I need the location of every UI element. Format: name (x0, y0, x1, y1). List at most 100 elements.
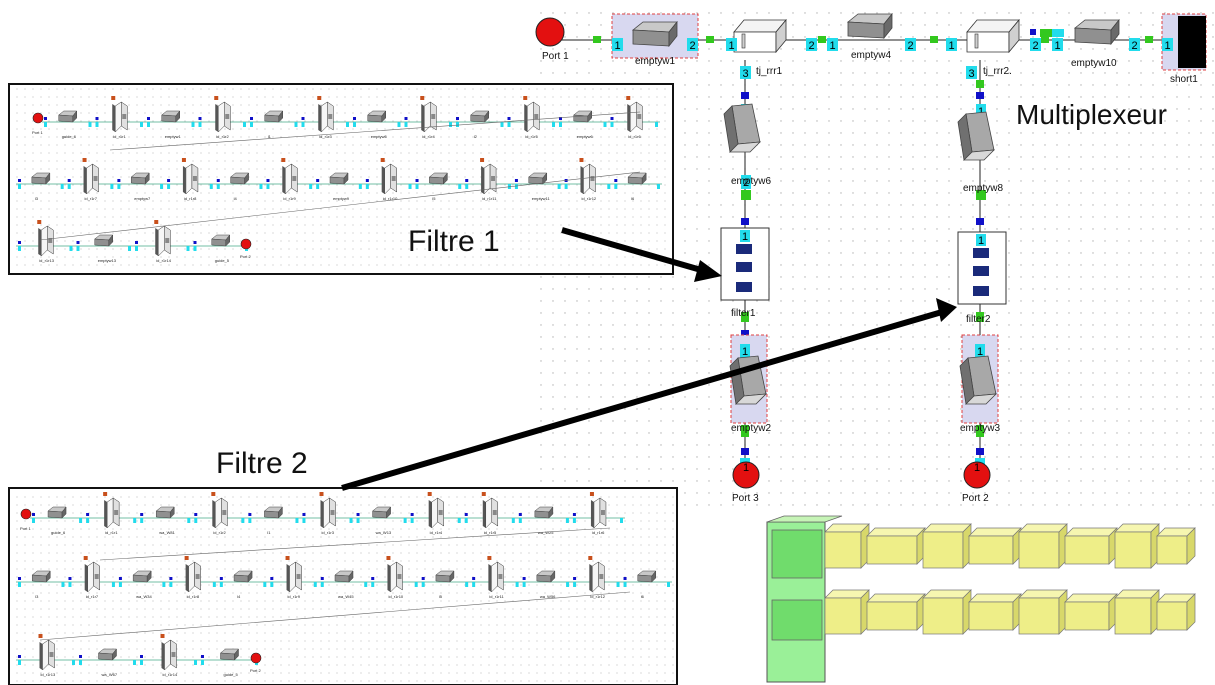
f1-row2-id-r1r9-element[interactable]: id_r1r9 (266, 158, 313, 201)
tj-rrr2-label: tj_rrr2. (983, 66, 1012, 77)
f2-row1-id-r1r2-element[interactable]: id_r1r2 (194, 492, 245, 535)
f2-row2-wa-W56-label: wa_W56 (540, 594, 556, 599)
f1-row3-id-r1r13-label: id_r1r13 (39, 258, 54, 263)
f2-row1-wa-W13-element[interactable]: wa_W13 (356, 506, 407, 535)
f2-row2-wa-W34-element[interactable]: wa_W34 (118, 570, 166, 599)
f1-row1-emptyw1-element[interactable]: emptyw1 (147, 110, 195, 139)
f2-row1-id-r1r1-element[interactable]: id_r1r1 (86, 492, 137, 535)
f1-row2-emptyw7-element[interactable]: emptyw7 (117, 172, 164, 201)
f2-row2-id-r1r7-element[interactable]: id_r1r7 (68, 556, 115, 599)
f1-row1-port-1-icon[interactable] (32, 112, 44, 124)
port-3-icon[interactable] (732, 461, 760, 489)
f1-row1-guide-6-label: guide_6 (62, 134, 77, 139)
f1-row1-emptyw6-element[interactable]: emptyw6 (559, 110, 607, 139)
f1-row3-port-2-icon[interactable] (240, 238, 252, 250)
f2-row1-wa-W25-element[interactable]: wa_W25 (518, 506, 569, 535)
port-2-icon[interactable] (963, 461, 991, 489)
emptyw1-pin-2 (687, 38, 698, 51)
f1-row2-id-r1r8-element[interactable]: id_r1r8 (167, 158, 213, 201)
f2-row2-wa-W45-element[interactable]: wa_W45 (320, 570, 368, 599)
f1-row2-emptyw9-element[interactable]: emptyw9 (316, 172, 362, 201)
f2-row1-id-r1r4-element[interactable]: id_r1r4 (410, 492, 461, 535)
f1-row1-id-r1r2-label: id_r1r2 (216, 134, 229, 139)
tj2-pin-3-label: 3 (968, 68, 974, 80)
f2-row3-wa-W67-element[interactable]: wa_W67 (79, 648, 136, 677)
3d-waveguide-model (766, 515, 1196, 683)
emptyw4-pin-1-label: 1 (829, 40, 835, 52)
f1-row3-id-r1r14-element[interactable]: id_r1r14 (135, 220, 190, 263)
f2-row3-port-2-icon[interactable] (250, 652, 262, 664)
emptyw10-waveguide-icon[interactable] (1074, 19, 1120, 45)
f1-row2-emptyw9-label: emptyw9 (333, 196, 350, 201)
emptyw1-frame[interactable] (611, 13, 699, 59)
f1-row1-id-r1r5-element[interactable]: id_r1r5 (507, 96, 556, 139)
f2-row2-l4-element[interactable]: l4 (219, 570, 267, 599)
emptyw10-label: emptyw10 (1071, 58, 1117, 69)
f1-row2-l4-element[interactable]: l4 (216, 172, 263, 201)
f1-row2-id-r1r7-element[interactable]: id_r1r7 (67, 158, 114, 201)
f1-row1-id-r1r2-element[interactable]: id_r1r2 (198, 96, 247, 139)
f1-row1-guide-6-element[interactable]: guide_6 (44, 110, 92, 139)
arrow-filtre2 (341, 298, 957, 491)
filter1-pin-1-label: 1 (742, 231, 748, 243)
port-1-icon[interactable] (535, 17, 565, 47)
f1-row1-l2-element[interactable]: l2 (456, 110, 504, 139)
f2-row2-id-r1r9-element[interactable]: id_r1r9 (270, 556, 317, 599)
f1-row3-guide-5-label: guide_5 (215, 258, 230, 263)
short1-pin-1-label: 1 (1164, 40, 1170, 52)
f2-row3-id-r1r14-element[interactable]: id_r1r14 (140, 634, 197, 677)
f2-row1-wa-W81-element[interactable]: wa_W81 (140, 506, 191, 535)
emptyw1-pin-1 (612, 38, 623, 51)
f2-row1-l1-element[interactable]: l1 (248, 506, 299, 535)
f1-row2-id-r1r10-element[interactable]: id_r1r10 (365, 158, 412, 201)
f1-row1-l1-label: l1 (268, 134, 272, 139)
f2-row1-id-r1r3-element[interactable]: id_r1r3 (302, 492, 353, 535)
f2-row2-l3-element[interactable]: l3 (18, 570, 65, 599)
tj-rrr2-junction-icon[interactable] (966, 19, 1020, 53)
f2-row2-id-r1r8-element[interactable]: id_r1r8 (169, 556, 216, 599)
f1-row2-l3-element[interactable]: l3 (18, 172, 64, 201)
emptyw4-waveguide-icon[interactable] (847, 13, 893, 39)
f2-row2-wa-W56-element[interactable]: wa_W56 (522, 570, 570, 599)
tj1-pin-2 (806, 38, 817, 51)
f2-row3-id-r1r13-label: id_r1r13 (41, 672, 56, 677)
f2-row1-id-r1r1-label: id_r1r1 (105, 530, 118, 535)
f1-row1-id-r1r3-label: id_r1r3 (319, 134, 332, 139)
f1-row2-l6-element[interactable]: l6 (614, 172, 660, 201)
f2-row1-l1-label: l1 (267, 530, 271, 535)
f2-row1-id-r1r5-element[interactable]: id_r1r5 (464, 492, 515, 535)
f1-row2-id-r1r7-label: id_r1r7 (85, 196, 98, 201)
f2-row2-id-r1r12-element[interactable]: id_r1r12 (573, 556, 620, 599)
filter1-pin-1 (740, 230, 750, 242)
short1-icon (1178, 16, 1206, 68)
tj-rrr1-junction-icon[interactable] (733, 19, 787, 53)
f2-row1-id-r1r6-label: id_r1r6 (592, 530, 605, 535)
f1-row1-id-r1r4-element[interactable]: id_r1r4 (404, 96, 453, 139)
f2-row2-l5-element[interactable]: l5 (421, 570, 469, 599)
f1-row1-id-r1r3-element[interactable]: id_r1r3 (301, 96, 350, 139)
f1-row2-id-r1r11-label: id_r1r11 (482, 196, 497, 201)
main-line-pins (593, 29, 1153, 43)
f1-row2-emptyw11-element[interactable]: emptyw11 (514, 172, 561, 201)
f2-row1-port-1-icon[interactable] (20, 508, 32, 520)
emptyw2-pin-1 (740, 344, 750, 358)
f1-row1-emptyw5-element[interactable]: emptyw5 (353, 110, 401, 139)
f2-row2-l6-element[interactable]: l6 (623, 570, 670, 599)
f2-row1-guide-6-element[interactable]: guide_6 (32, 506, 83, 535)
f1-row3-emptyw13-element[interactable]: emptyw13 (76, 234, 132, 263)
f2-row1-id-r1r2-label: id_r1r2 (213, 530, 226, 535)
f2-row2-id-r1r11-element[interactable]: id_r1r11 (472, 556, 519, 599)
f1-row1-id-r1r6-element[interactable]: id_r1r6 (610, 96, 659, 139)
f2-row2-l4-label: l4 (237, 594, 241, 599)
filter2-cavities-icon (973, 248, 989, 296)
f1-row1-id-r1r1-element[interactable]: id_r1r1 (95, 96, 144, 139)
f2-row1-id-r1r6-element[interactable]: id_r1r6 (572, 492, 623, 535)
f1-row3-id-r1r13-element[interactable]: id_r1r13 (18, 220, 73, 263)
f1-row2-l5-element[interactable]: l5 (415, 172, 462, 201)
tj2-pin-2 (1030, 38, 1041, 51)
f2-row2-id-r1r10-element[interactable]: id_r1r10 (371, 556, 418, 599)
f2-row3-id-r1r13-element[interactable]: id_r1r13 (18, 634, 75, 677)
tj1-pin-3-label: 3 (742, 68, 748, 80)
f1-row2-l5-label: l5 (432, 196, 436, 201)
f1-row1-l1-element[interactable]: l1 (250, 110, 298, 139)
